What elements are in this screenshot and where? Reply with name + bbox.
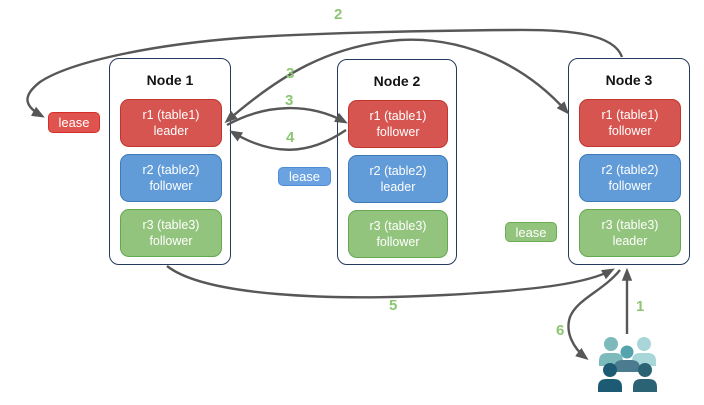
replica-role: follower [149, 234, 193, 248]
arrow-step-5 [166, 265, 615, 299]
arrow-step-6 [567, 269, 621, 360]
node3-replica-r1: r1 (table1) follower [579, 99, 681, 147]
replica-role: follower [149, 179, 193, 193]
replica-name: r1 (table1) [369, 108, 427, 123]
replica-role: follower [376, 235, 420, 249]
lease-badge-red: lease [48, 112, 100, 133]
node-1-box: Node 1 r1 (table1) leader r2 (table2) fo… [109, 58, 231, 265]
replica-role: leader [612, 234, 648, 248]
step-3b-label: 3 [285, 92, 294, 109]
node-2-title: Node 2 [373, 73, 421, 89]
lease-badge-blue: lease [278, 167, 331, 186]
node-3-title: Node 3 [605, 72, 653, 88]
node2-replica-r2: r2 (table2) leader [348, 155, 448, 203]
node1-replica-r1: r1 (table1) leader [120, 99, 222, 147]
node-3-box: Node 3 r1 (table1) follower r2 (table2) … [568, 58, 690, 265]
replica-role: leader [153, 124, 189, 138]
node-1-title: Node 1 [146, 72, 194, 88]
replica-name: r2 (table2) [369, 163, 427, 178]
node2-replica-r1: r1 (table1) follower [348, 100, 448, 148]
users-group-icon [598, 337, 657, 392]
replica-name: r2 (table2) [601, 162, 659, 177]
node1-replica-r3: r3 (table3) follower [120, 209, 222, 257]
replica-name: r3 (table3) [601, 217, 659, 232]
arrow-step-3-to-node2 [226, 106, 348, 127]
step-2-label: 2 [334, 6, 343, 23]
node3-replica-r2: r2 (table2) follower [579, 154, 681, 202]
replica-role: follower [376, 125, 420, 139]
step-6-label: 6 [556, 322, 565, 339]
step-4-label: 4 [286, 129, 295, 146]
replica-name: r2 (table2) [142, 162, 200, 177]
replica-name: r1 (table1) [601, 107, 659, 122]
node1-replica-r2: r2 (table2) follower [120, 154, 222, 202]
node-2-box: Node 2 r1 (table1) follower r2 (table2) … [337, 59, 457, 265]
node2-replica-r3: r3 (table3) follower [348, 210, 448, 258]
replica-role: leader [380, 180, 416, 194]
step-3a-label: 3 [286, 65, 295, 82]
replica-name: r3 (table3) [369, 218, 427, 233]
lease-badge-green: lease [505, 222, 557, 242]
replica-role: follower [608, 124, 652, 138]
replica-name: r3 (table3) [142, 217, 200, 232]
step-1-label: 1 [636, 298, 645, 315]
node3-replica-r3: r3 (table3) leader [579, 209, 681, 257]
step-5-label: 5 [389, 297, 398, 314]
replica-role: follower [608, 179, 652, 193]
replica-name: r1 (table1) [142, 107, 200, 122]
